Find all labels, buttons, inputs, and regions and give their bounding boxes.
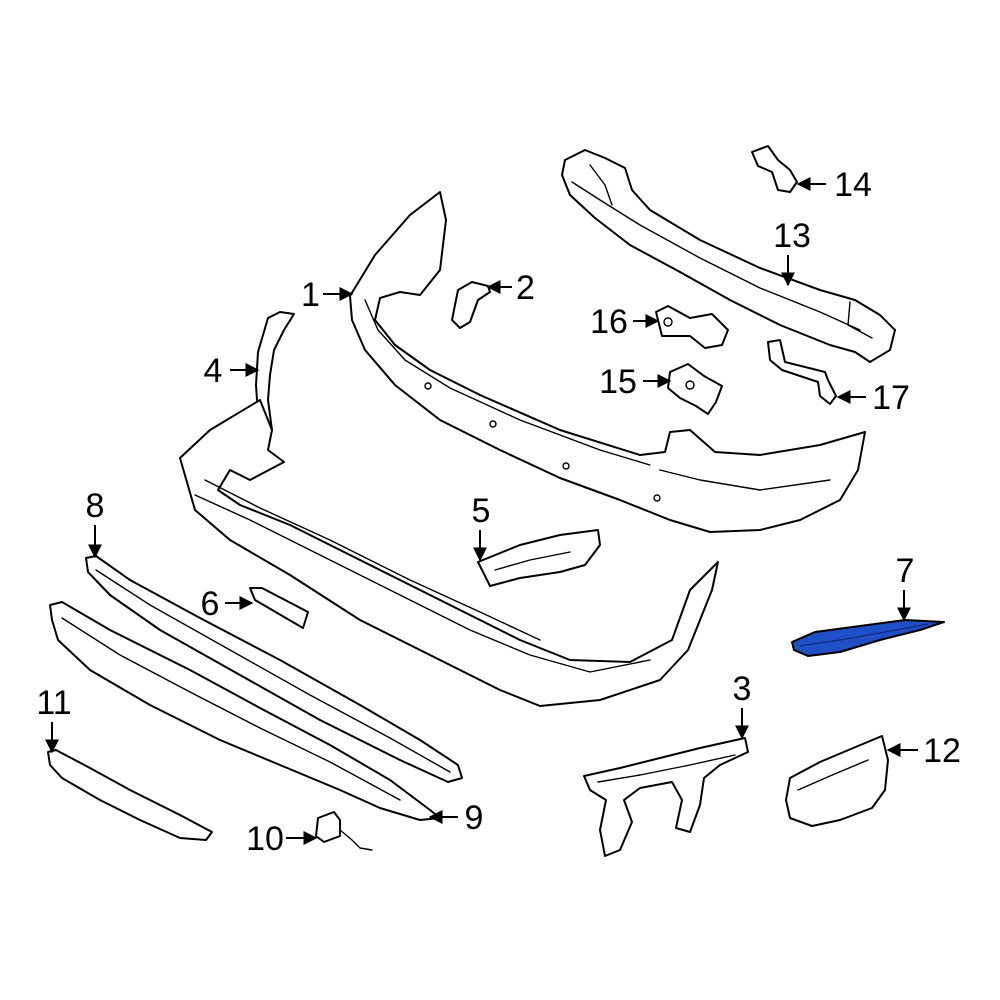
callout-10: 10	[246, 820, 284, 858]
callout-14: 14	[834, 166, 872, 204]
part-1-bumper-cover[interactable]	[349, 191, 866, 533]
callout-3: 3	[733, 670, 752, 708]
part-10-sensor[interactable]	[315, 811, 373, 851]
part-2-bracket[interactable]	[451, 281, 491, 329]
callout-8: 8	[86, 487, 105, 525]
part-6-plate[interactable]	[249, 587, 309, 629]
part-14-bracket[interactable]	[751, 145, 798, 193]
callout-labels: 1 2 3 4 5 6 7 8 9 10 11 12 13 14 15 16 1…	[36, 166, 961, 858]
leader-lines	[45, 177, 918, 845]
part-15-bracket[interactable]	[667, 363, 723, 415]
callout-12: 12	[923, 732, 961, 770]
callout-6: 6	[201, 585, 220, 623]
callout-5: 5	[472, 492, 491, 530]
part-17-bracket[interactable]	[767, 339, 837, 405]
part-5-bracket[interactable]	[477, 529, 601, 587]
part-3-support-bracket[interactable]	[583, 737, 749, 857]
callout-11: 11	[36, 684, 71, 722]
lower-bumper-assembly	[179, 399, 719, 707]
part-12-bracket[interactable]	[785, 735, 889, 827]
callout-4: 4	[204, 352, 223, 390]
part-9-lower-valance[interactable]	[49, 601, 441, 821]
part-8-trim-strip[interactable]	[85, 555, 463, 783]
callout-15: 15	[599, 363, 637, 401]
part-13-reinforcement-beam[interactable]	[561, 149, 896, 363]
callout-13: 13	[773, 217, 811, 255]
part-7-highlighted-trim[interactable]	[791, 619, 945, 657]
part-16-bracket[interactable]	[655, 305, 729, 349]
callout-1: 1	[301, 276, 320, 314]
callout-2: 2	[516, 269, 535, 307]
callout-17: 17	[872, 379, 910, 417]
callout-16: 16	[590, 303, 628, 341]
callout-7: 7	[896, 552, 915, 590]
part-4-side-bracket[interactable]	[255, 311, 295, 441]
callout-9: 9	[465, 799, 484, 837]
part-11-trim[interactable]	[47, 749, 213, 841]
